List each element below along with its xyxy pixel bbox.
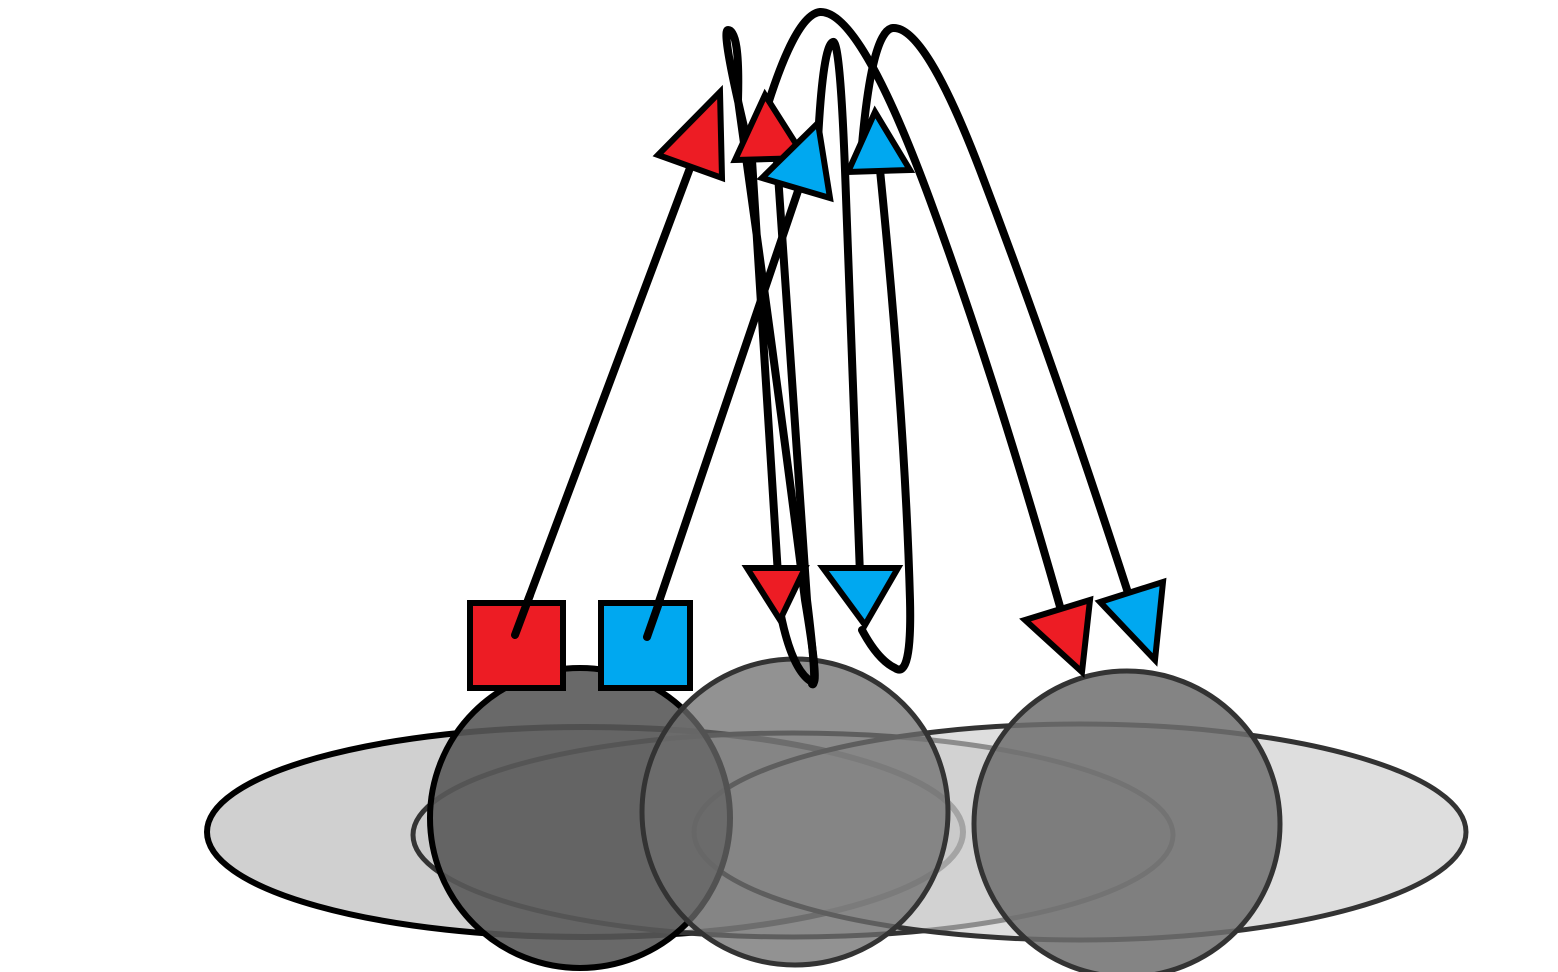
red-upward-path xyxy=(511,156,697,639)
blue-arrowheads xyxy=(756,105,1167,667)
arch-path-right xyxy=(856,24,1144,634)
blue-triangle-down-right xyxy=(1094,577,1167,667)
red-arrowheads xyxy=(652,84,1094,679)
blue-loop-path-2 xyxy=(858,166,915,674)
blue-loop-path-1 xyxy=(814,37,864,579)
red-triangle-up-left xyxy=(652,84,726,183)
blue-upward-path xyxy=(643,181,804,641)
blue-triangle-up-right xyxy=(843,105,916,176)
red-stem xyxy=(511,591,534,639)
red-square xyxy=(467,600,566,691)
red-triangle-up-middle xyxy=(730,88,811,164)
square-stems xyxy=(511,591,664,641)
blue-stem xyxy=(643,596,664,641)
spheres xyxy=(427,656,1283,972)
blue-triangle-up-left xyxy=(756,116,834,203)
translucent-sphere-middle xyxy=(639,656,951,968)
blue-triangle-down-middle xyxy=(817,565,904,631)
red-triangle-down-middle xyxy=(741,565,810,627)
red-triangle-down-right xyxy=(1019,595,1094,679)
arrow-paths xyxy=(511,8,1144,689)
red-loop-path-2 xyxy=(773,156,819,689)
blue-square xyxy=(598,600,693,691)
arch-path-left xyxy=(748,8,1079,664)
squares xyxy=(467,600,693,691)
translucent-sphere-right xyxy=(971,668,1283,972)
